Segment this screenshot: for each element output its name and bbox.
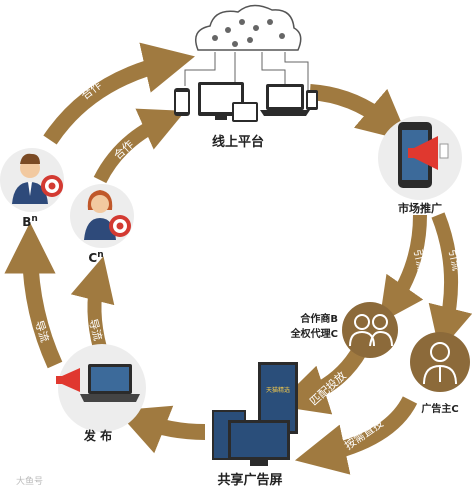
publish-node: 发 布: [56, 344, 146, 443]
partner-label-line1: 合作商B: [299, 312, 338, 325]
b-node-label: Bn: [22, 214, 38, 229]
arrow-label-guide-left: 导流: [32, 319, 52, 344]
publish-label: 发 布: [83, 428, 112, 443]
c-node: Cn: [70, 184, 134, 265]
cloud-icon: [195, 4, 302, 51]
arrow-label-divert-left: 引流: [411, 248, 429, 272]
c-node-label: Cn: [88, 250, 103, 265]
shared-screen-node: 天猫精选 共享广告屏: [212, 362, 298, 488]
arrow-screen-to-publish: [116, 405, 206, 454]
small-phone-device-icon: [306, 90, 318, 110]
c-node-superscript: n: [97, 250, 103, 260]
online-platform-label: 线上平台: [212, 134, 264, 150]
network-lines: [184, 52, 309, 90]
advertiser-node: 广告主C: [410, 332, 470, 415]
partner-node: 合作商B 全权代理C: [290, 302, 398, 358]
shared-screen-label: 共享广告屏: [217, 472, 282, 488]
online-platform-node: 线上平台: [174, 4, 318, 150]
c-node-letter: C: [88, 251, 97, 265]
male-avatar-icon: [12, 153, 48, 204]
arrow-divert-left: 引流: [379, 214, 429, 324]
phone-device-icon: [174, 88, 190, 116]
arrow-guide-right: 导流: [70, 256, 115, 350]
laptop-megaphone-icon: [56, 364, 140, 402]
advertiser-label: 广告主C: [421, 402, 458, 415]
arrow-divert-right: 引流: [428, 212, 473, 352]
watermark: 大鱼号: [16, 475, 43, 487]
tablet-device-icon: [232, 102, 258, 122]
target-icon: [109, 215, 131, 237]
arrow-match-deliver: 匹配投放: [275, 345, 367, 415]
female-avatar-icon: [84, 190, 116, 240]
arrow-label-divert-right: 引流: [446, 248, 464, 272]
laptop-device-icon: [260, 84, 310, 116]
market-promotion-node: 市场推广: [378, 116, 462, 215]
screen-brand-text: 天猫精选: [266, 386, 290, 394]
arrow-guide-left: 导流: [4, 222, 63, 369]
businessman-icon: [423, 342, 457, 385]
b-node-superscript: n: [31, 214, 37, 224]
b-node-letter: B: [22, 215, 31, 229]
two-people-icon: [349, 314, 393, 347]
partner-label-line2: 全权代理C: [290, 327, 338, 340]
smartphone-megaphone-icon: [398, 122, 449, 188]
tv-screen-icon: [228, 420, 290, 466]
b-node: Bn: [0, 148, 64, 229]
market-promotion-label: 市场推广: [398, 201, 442, 215]
arrow-label-guide-right: 导流: [86, 317, 105, 342]
arrow-on-demand: 按需直投: [294, 396, 418, 475]
arrow-platform-to-market: [309, 84, 410, 142]
target-icon: [41, 175, 63, 197]
watermark-text: 大鱼号: [16, 475, 43, 487]
arrow-coop-inner: 合作: [93, 108, 186, 184]
